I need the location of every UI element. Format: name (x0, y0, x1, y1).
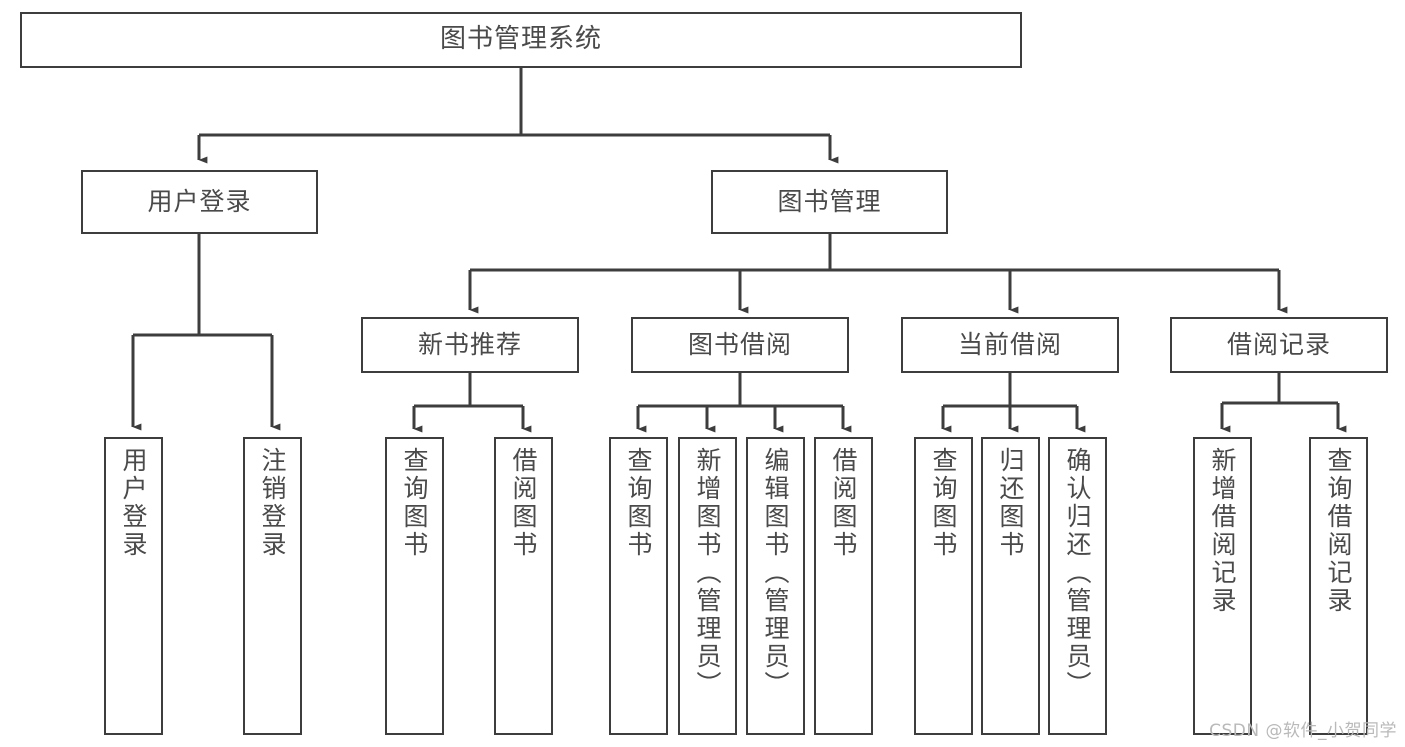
node-book-management[interactable]: 图书管理 (711, 170, 948, 234)
node-book-borrow[interactable]: 图书借阅 (631, 317, 849, 373)
leaf-cb-return-book[interactable]: 归还图书 (981, 437, 1040, 735)
leaf-bb-borrow-book-label: 借阅图书 (829, 447, 858, 559)
leaf-nbr-borrow-book[interactable]: 借阅图书 (494, 437, 553, 735)
leaf-nbr-borrow-book-label: 借阅图书 (509, 447, 538, 559)
node-new-book-recommend[interactable]: 新书推荐 (361, 317, 579, 373)
leaf-bb-borrow-book[interactable]: 借阅图书 (814, 437, 873, 735)
leaf-cb-confirm-return-admin[interactable]: 确认归还（管理员） (1048, 437, 1107, 735)
node-user-login[interactable]: 用户登录 (81, 170, 318, 234)
csdn-watermark: CSDN @软件_小贺同学 (1209, 721, 1397, 741)
leaf-nbr-query-book-label: 查询图书 (400, 447, 429, 559)
leaf-bb-edit-book-admin[interactable]: 编辑图书（管理员） (746, 437, 805, 735)
leaf-cb-query-book-label: 查询图书 (929, 447, 958, 559)
leaf-cb-return-book-label: 归还图书 (996, 447, 1025, 559)
leaf-user-login-logout-label: 注销登录 (258, 447, 287, 559)
leaf-bb-query-book-label: 查询图书 (624, 447, 653, 559)
leaf-bb-query-book[interactable]: 查询图书 (609, 437, 668, 735)
node-root-system[interactable]: 图书管理系统 (20, 12, 1022, 68)
leaf-bb-edit-book-admin-label: 编辑图书（管理员） (761, 447, 790, 699)
leaf-cb-query-book[interactable]: 查询图书 (914, 437, 973, 735)
node-current-borrow-label: 当前借阅 (957, 329, 1062, 359)
leaf-user-login-login-label: 用户登录 (119, 447, 148, 559)
node-borrow-records-label: 借阅记录 (1226, 329, 1331, 359)
leaf-br-add-record-label: 新增借阅记录 (1208, 447, 1237, 615)
leaf-bb-add-book-admin[interactable]: 新增图书（管理员） (678, 437, 737, 735)
node-user-login-label: 用户登录 (147, 186, 252, 216)
leaf-br-query-record[interactable]: 查询借阅记录 (1309, 437, 1368, 735)
leaf-cb-confirm-return-admin-label: 确认归还（管理员） (1063, 447, 1092, 699)
node-new-book-recommend-label: 新书推荐 (417, 329, 522, 359)
leaf-nbr-query-book[interactable]: 查询图书 (385, 437, 444, 735)
leaf-user-login-login[interactable]: 用户登录 (104, 437, 163, 735)
leaf-br-query-record-label: 查询借阅记录 (1324, 447, 1353, 615)
node-borrow-records[interactable]: 借阅记录 (1170, 317, 1388, 373)
leaf-bb-add-book-admin-label: 新增图书（管理员） (693, 447, 722, 699)
node-book-borrow-label: 图书借阅 (687, 329, 792, 359)
leaf-br-add-record[interactable]: 新增借阅记录 (1193, 437, 1252, 735)
leaf-user-login-logout[interactable]: 注销登录 (243, 437, 302, 735)
node-current-borrow[interactable]: 当前借阅 (901, 317, 1119, 373)
node-book-management-label: 图书管理 (777, 186, 882, 216)
node-root-system-label: 图书管理系统 (439, 24, 602, 55)
